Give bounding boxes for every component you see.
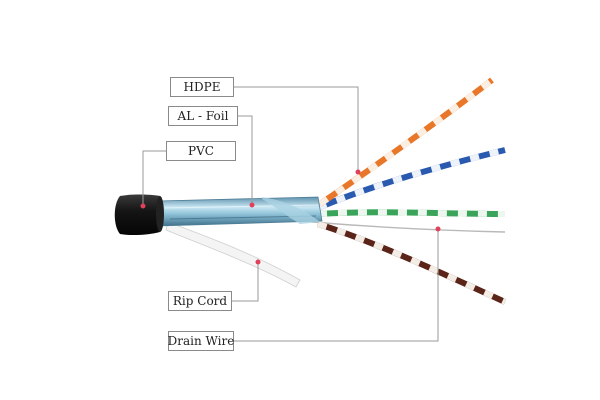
green-pair [317, 209, 506, 217]
pvc-marker [140, 203, 146, 209]
rip-cord-label: Rip Cord [168, 291, 232, 311]
drain-wire [311, 221, 506, 233]
hdpe-leader [234, 86, 359, 172]
drain-wire-marker [435, 226, 441, 232]
hdpe-label: HDPE [170, 77, 234, 97]
foil-leader [238, 115, 253, 205]
rip-cord-strip [165, 221, 301, 288]
foil-marker [249, 202, 255, 208]
pvc-jacket [114, 194, 160, 236]
hdpe-marker [355, 169, 361, 175]
brown-pair [317, 221, 507, 305]
pvc-label: PVC [166, 141, 236, 161]
rip-cord-leader [232, 262, 259, 302]
blue-pair [316, 147, 506, 211]
marker-dots [140, 169, 441, 265]
leader-lines [142, 86, 439, 342]
pvc-leader [142, 150, 166, 206]
rip-cord-marker [255, 259, 261, 265]
drain-wire-label: Drain Wire [168, 331, 234, 351]
al-foil-label: AL - Foil [168, 106, 238, 126]
drain-wire-leader [234, 229, 439, 342]
orange-pair [318, 77, 494, 207]
